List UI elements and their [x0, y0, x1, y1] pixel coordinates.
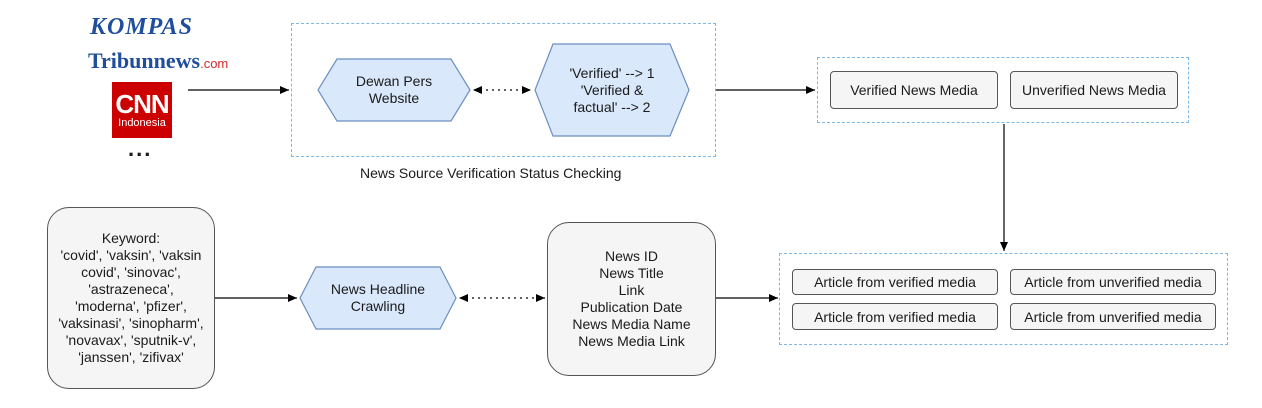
article-verified-box-1: Article from verified media [792, 269, 998, 295]
tribunnews-logo-text: Tribunnews [88, 48, 201, 73]
cnn-indonesia-logo: CNN Indonesia [112, 82, 172, 138]
dewan-pers-label: Dewan Pers Website [355, 73, 433, 106]
tribunnews-logo-suffix: .com [200, 56, 229, 71]
article-unverified-box-2: Article from unverified media [1010, 303, 1216, 330]
crawling-hexagon [299, 266, 457, 330]
article-unverified-box-1: Article from unverified media [1010, 269, 1216, 295]
articles-group [779, 253, 1228, 345]
status-codes-hexagon [534, 43, 690, 137]
article-verified-box-2: Article from verified media [792, 303, 998, 330]
cnn-logo-text: CNN [115, 88, 169, 119]
kompas-logo: KOMPAS [90, 14, 193, 40]
verification-group [291, 23, 716, 157]
keyword-box [47, 207, 215, 389]
crawling-label: News Headline Crawling [330, 281, 426, 314]
cnn-logo-subtext: Indonesia [118, 116, 166, 129]
media-category-group [817, 57, 1189, 123]
tribunnews-logo: Tribunnews.com [88, 48, 228, 74]
dewan-pers-hexagon [317, 58, 471, 122]
verified-news-media-box: Verified News Media [830, 71, 998, 109]
verification-caption: News Source Verification Status Checking [360, 165, 622, 181]
news-fields-list: News ID News Title Link Publication Date… [572, 248, 691, 349]
more-sources-ellipsis: ... [128, 136, 153, 161]
keyword-list: Keyword: 'covid', 'vaksin', 'vaksin covi… [58, 230, 204, 365]
status-codes-label: 'Verified' --> 1 'Verified & factual' --… [569, 64, 655, 115]
unverified-news-media-box: Unverified News Media [1010, 71, 1178, 109]
news-fields-box [547, 222, 716, 376]
